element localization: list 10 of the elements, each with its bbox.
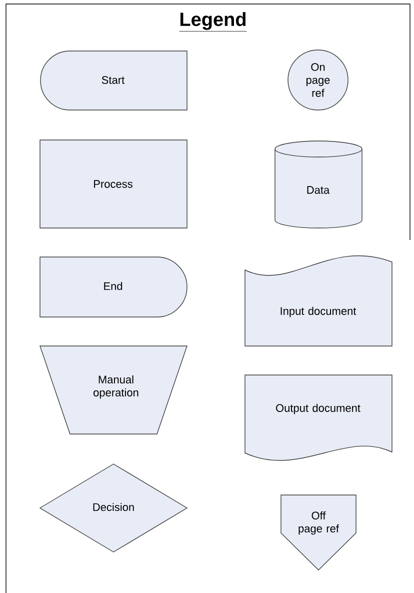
data-cylinder: Data (274, 140, 362, 228)
end-terminator: End (40, 256, 188, 318)
input-document: Input document (244, 255, 392, 346)
off-page-connector: Off page ref (280, 494, 356, 570)
manual-operation-trapezoid: Manual operation (40, 346, 188, 434)
process-box: Process (40, 140, 188, 228)
legend-title: Legend (179, 12, 247, 32)
on-page-connector: On page ref (288, 50, 348, 110)
output-document: Output document (244, 374, 392, 461)
start-terminator: Start (40, 50, 188, 110)
